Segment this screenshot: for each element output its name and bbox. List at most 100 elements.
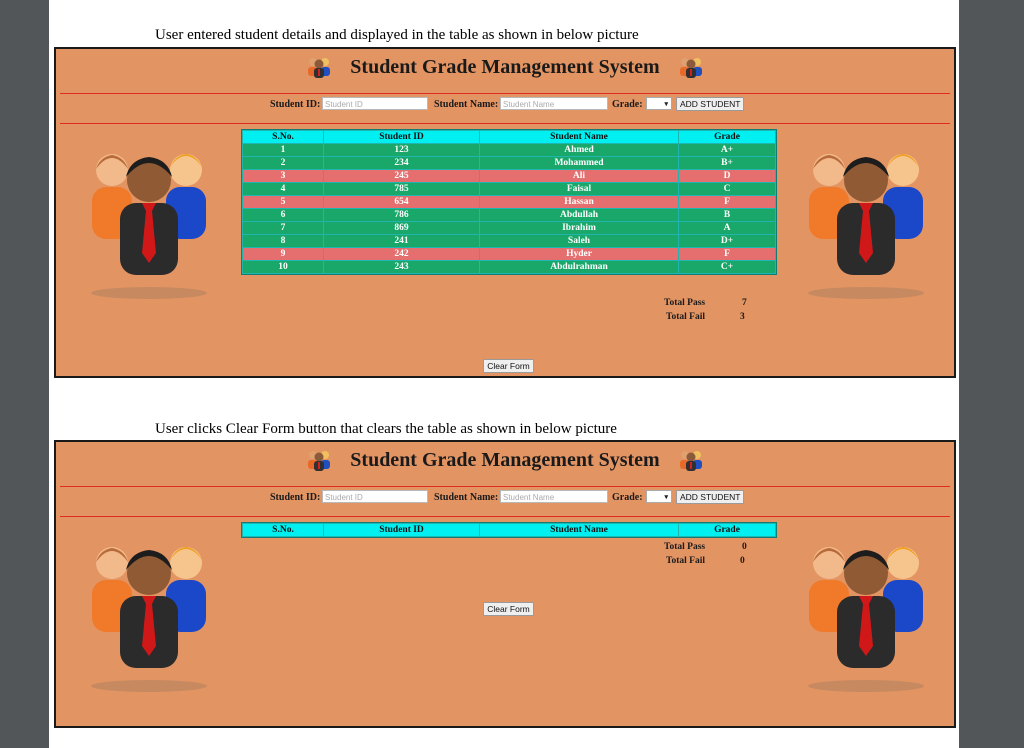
clear-form-button[interactable]: Clear Form [483, 602, 534, 616]
total-fail-value: 0 [740, 556, 745, 566]
students-illustration-icon [808, 547, 924, 692]
cell-grade: D [679, 170, 775, 182]
divider [60, 486, 950, 487]
cell-id: 123 [324, 144, 479, 156]
cell-name: Hassan [480, 196, 678, 208]
total-pass-value: 0 [742, 542, 747, 552]
cell-name: Hyder [480, 248, 678, 260]
cell-name: Abdulrahman [480, 261, 678, 273]
cell-sno: 8 [243, 235, 323, 247]
total-pass-label: Total Pass [664, 542, 706, 552]
app-panel-after: Student Grade Management System Student … [54, 440, 956, 728]
grade-label: Grade: [612, 492, 643, 503]
total-pass-label: Total Pass [664, 298, 706, 308]
total-pass-value: 7 [742, 298, 747, 308]
student-name-input[interactable]: Student Name [500, 490, 608, 503]
cell-name: Abdullah [480, 209, 678, 221]
cell-sno: 10 [243, 261, 323, 273]
column-header: Student ID [324, 131, 479, 143]
student-id-label: Student ID: [270, 99, 321, 110]
cell-sno: 6 [243, 209, 323, 221]
students-logo-icon [308, 58, 331, 78]
cell-sno: 4 [243, 183, 323, 195]
cell-sno: 7 [243, 222, 323, 234]
students-illustration-icon [91, 154, 207, 299]
cell-name: Faisal [480, 183, 678, 195]
cell-grade: C [679, 183, 775, 195]
cell-name: Ali [480, 170, 678, 182]
grade-select[interactable]: ▾ [646, 490, 672, 503]
student-name-label: Student Name: [434, 99, 499, 110]
column-header: Student ID [324, 524, 479, 536]
add-student-button[interactable]: ADD STUDENT [676, 490, 744, 504]
grade-select[interactable]: ▾ [646, 97, 672, 110]
caption-second: User clicks Clear Form button that clear… [155, 421, 617, 437]
cell-grade: B [679, 209, 775, 221]
cell-name: Ahmed [480, 144, 678, 156]
cell-id: 241 [324, 235, 479, 247]
column-header: Grade [679, 524, 775, 536]
totals: Total Pass 7 Total Fail 3 [664, 298, 747, 326]
caption-first: User entered student details and display… [155, 27, 639, 43]
column-header: S.No. [243, 131, 323, 143]
cell-id: 869 [324, 222, 479, 234]
student-id-label: Student ID: [270, 492, 321, 503]
cell-grade: C+ [679, 261, 775, 273]
cell-sno: 2 [243, 157, 323, 169]
app-title: Student Grade Management System [350, 55, 660, 78]
students-logo-icon [308, 451, 331, 471]
divider [60, 93, 950, 94]
cell-sno: 3 [243, 170, 323, 182]
cell-sno: 9 [243, 248, 323, 260]
student-name-label: Student Name: [434, 492, 499, 503]
student-id-input[interactable]: Student ID [322, 490, 428, 503]
title-row: Student Grade Management System [56, 448, 954, 478]
cell-id: 785 [324, 183, 479, 195]
cell-id: 242 [324, 248, 479, 260]
student-id-input[interactable]: Student ID [322, 97, 428, 110]
students-illustration-icon [91, 547, 207, 692]
total-fail-value: 3 [740, 312, 745, 322]
total-fail-label: Total Fail [666, 312, 705, 322]
add-student-button[interactable]: ADD STUDENT [676, 97, 744, 111]
cell-sno: 1 [243, 144, 323, 156]
column-header: Student Name [480, 131, 678, 143]
cell-id: 654 [324, 196, 479, 208]
title-row: Student Grade Management System [56, 55, 954, 85]
chevron-down-icon: ▾ [664, 493, 668, 501]
cell-grade: A+ [679, 144, 775, 156]
clear-form-button[interactable]: Clear Form [483, 359, 534, 373]
students-logo-icon [679, 451, 702, 471]
students-illustration-icon [808, 154, 924, 299]
grade-label: Grade: [612, 99, 643, 110]
cell-id: 234 [324, 157, 479, 169]
cell-name: Ibrahim [480, 222, 678, 234]
cell-id: 245 [324, 170, 479, 182]
students-logo-icon [679, 58, 702, 78]
cell-grade: A [679, 222, 775, 234]
divider [60, 123, 950, 124]
cell-id: 243 [324, 261, 479, 273]
divider [60, 516, 950, 517]
chevron-down-icon: ▾ [664, 100, 668, 108]
student-name-input[interactable]: Student Name [500, 97, 608, 110]
column-header: Grade [679, 131, 775, 143]
app-title: Student Grade Management System [350, 448, 660, 471]
cell-id: 786 [324, 209, 479, 221]
cell-name: Mohammed [480, 157, 678, 169]
app-panel-before: Student Grade Management System Student … [54, 47, 956, 378]
cell-grade: D+ [679, 235, 775, 247]
